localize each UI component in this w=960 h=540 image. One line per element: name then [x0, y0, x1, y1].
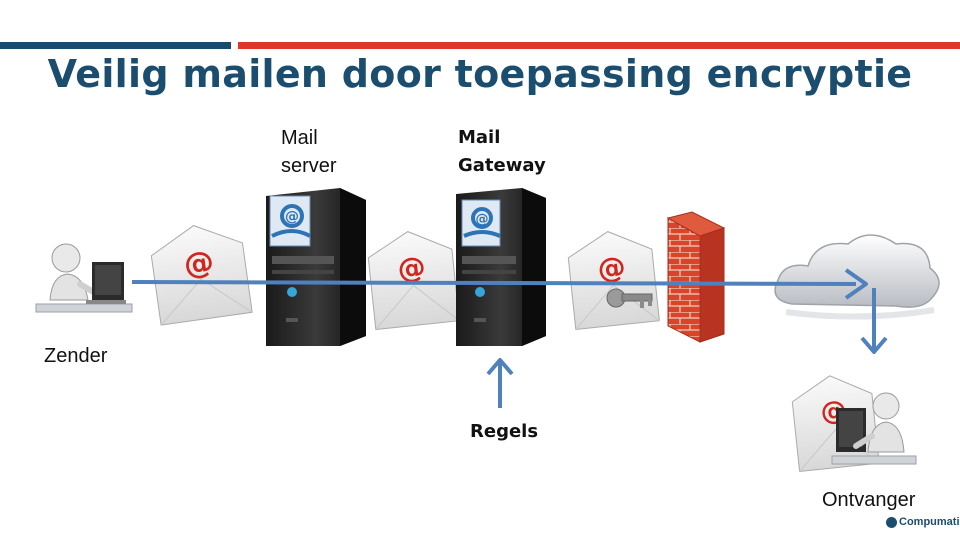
mail-gateway-icon: @ [456, 188, 546, 346]
mail-server-label: Mail server [281, 127, 337, 177]
page-title: Veilig mailen door toepassing encryptie [47, 52, 913, 96]
sender-person-icon [35, 243, 133, 313]
logo-text: Compumatica [899, 516, 960, 528]
cloud-icon [774, 234, 940, 320]
envelope-icon-1: @ [150, 225, 253, 326]
mail-gateway-label: Mail Gateway [458, 127, 546, 176]
encrypted-envelope-icon: @ [567, 231, 660, 331]
svg-text:@: @ [285, 209, 299, 225]
receiver-person-icon [831, 392, 917, 465]
flow-arrow [131, 268, 868, 300]
key-icon [606, 288, 653, 308]
svg-text:@: @ [182, 244, 217, 283]
svg-text:@: @ [596, 250, 627, 286]
receiver-label: Ontvanger [822, 489, 916, 511]
down-arrow [860, 288, 888, 354]
svg-text:@: @ [476, 212, 489, 227]
compumatica-logo: Compumatica [886, 516, 960, 528]
rules-arrow [486, 358, 514, 408]
logo-mark-icon [886, 516, 897, 528]
rules-label: Regels [470, 421, 539, 442]
mail-server-icon: @ [266, 188, 366, 346]
top-bar-dark [0, 42, 231, 49]
firewall-icon [666, 211, 726, 343]
top-bar-red [238, 42, 960, 49]
sender-label: Zender [44, 345, 108, 367]
envelope-icon-2: @ [367, 231, 460, 331]
svg-text:@: @ [396, 250, 427, 286]
